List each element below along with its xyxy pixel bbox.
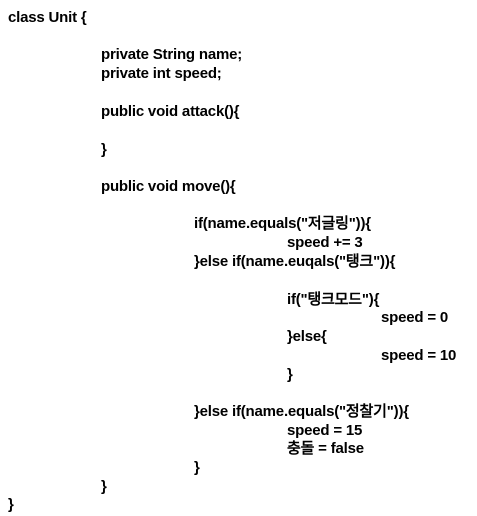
code-line-class-declaration: class Unit {	[8, 9, 87, 26]
code-line-attack-method: public void attack(){	[101, 103, 240, 120]
code-line-elseif-tank: }else if(name.euqals("탱크")){	[194, 253, 396, 270]
code-line-elseif-scout: }else if(name.equals("정찰기")){	[194, 403, 409, 420]
code-line-move-close: }	[101, 478, 107, 495]
code-line-else: }else{	[287, 328, 327, 345]
code-line-inner-close: }	[287, 366, 293, 383]
code-line-speed-plus-3: speed += 3	[287, 234, 363, 251]
code-line-if-zergling: if(name.equals("저글링")){	[194, 215, 371, 232]
code-line-speed-15: speed = 15	[287, 422, 363, 439]
code-line-if-tank-mode: if("탱크모드"){	[287, 291, 380, 308]
code-line-collision-false: 충돌 = false	[287, 440, 364, 457]
code-line-field-speed: private int speed;	[101, 65, 222, 82]
code-line-if-block-close: }	[194, 459, 200, 476]
code-line-speed-10: speed = 10	[381, 347, 457, 364]
code-line-speed-0: speed = 0	[381, 309, 448, 326]
code-line-field-name: private String name;	[101, 46, 243, 63]
code-line-move-method: public void move(){	[101, 178, 236, 195]
code-line-class-close: }	[8, 496, 14, 513]
code-line-attack-close: }	[101, 141, 107, 158]
